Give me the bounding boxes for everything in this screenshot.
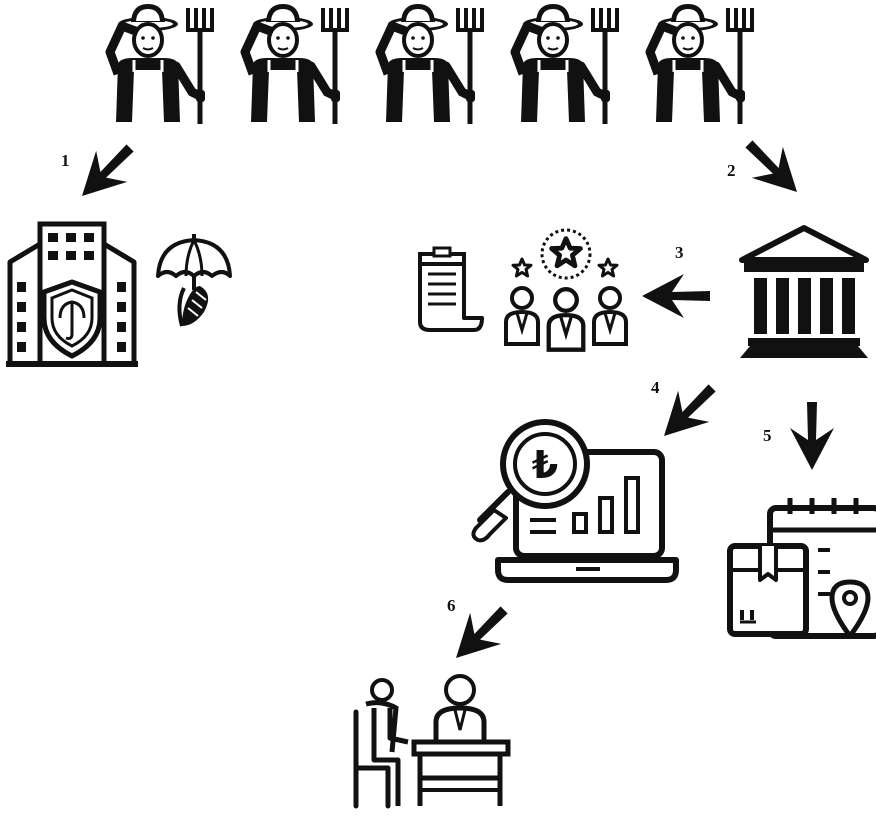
financial-analysis-laptop-icon: ₺ — [471, 419, 679, 583]
step-label-1: 1 — [61, 151, 70, 170]
farmers-row — [110, 4, 752, 124]
arrow-step-3 — [642, 274, 710, 318]
farmer-icon — [380, 4, 482, 124]
step-label-4: 4 — [651, 378, 660, 397]
star-icon — [552, 239, 581, 266]
farmer-icon — [110, 4, 212, 124]
person-icon — [504, 286, 540, 346]
step-label-2: 2 — [727, 161, 736, 180]
arrow-step-4 — [648, 372, 728, 452]
arrow-step-5 — [790, 402, 834, 470]
star-icon — [597, 257, 619, 278]
person-icon — [592, 286, 628, 346]
delivery-schedule-icon — [727, 498, 876, 639]
step-label-3: 3 — [675, 243, 684, 262]
step-label-5: 5 — [763, 426, 772, 445]
bank-icon — [739, 225, 869, 358]
document-icon — [418, 246, 484, 332]
farmer-icon — [650, 4, 752, 124]
consultation-meeting-icon — [353, 674, 511, 809]
step-label-6: 6 — [447, 596, 456, 615]
crop-insurance-icon — [156, 234, 232, 327]
farmer-icon — [515, 4, 617, 124]
arrow-step-2 — [733, 128, 813, 208]
star-icon — [511, 257, 533, 278]
insurance-building-icon — [6, 221, 138, 367]
person-icon — [549, 289, 584, 349]
rated-team-icon — [504, 228, 628, 350]
farmer-icon — [245, 4, 347, 124]
arrow-step-1 — [66, 132, 146, 212]
currency-symbol: ₺ — [532, 443, 558, 487]
